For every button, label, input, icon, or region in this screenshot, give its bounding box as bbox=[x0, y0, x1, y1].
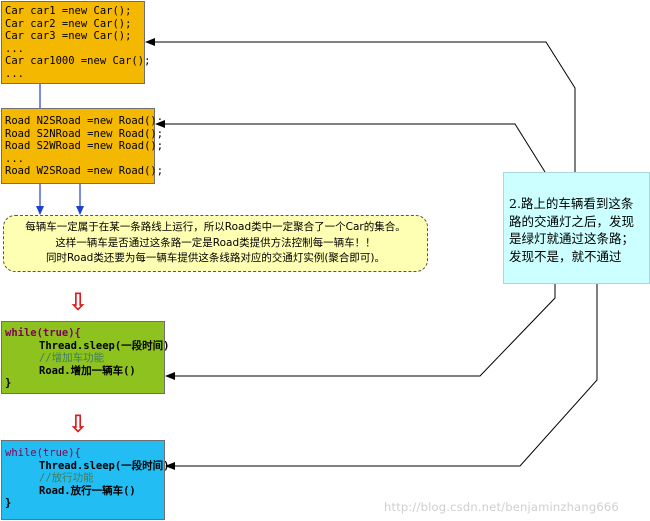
note-line-3: 同时Road类还要为每一辆车提供这条线路对应的交通灯实例(聚合即可)。 bbox=[45, 252, 386, 264]
road-line-4: ... bbox=[5, 152, 24, 165]
loop-add-comment: //增加车功能 bbox=[39, 352, 105, 365]
car-line-1: Car car1 =new Car(); bbox=[5, 5, 132, 17]
road-line-3: Road S2WRoad =new Road(); bbox=[5, 140, 164, 153]
aggregation-note: 每辆车一定属于在某一条路线上运行，所以Road类中一定聚合了一个Car的集合。 … bbox=[3, 215, 428, 272]
side-note-text: 2.路上的车辆看到这条路的交通灯之后，发现是绿灯就通过这条路；发现不是，就不通过 bbox=[509, 196, 635, 264]
road-line-1: Road N2SRoad =new Road(); bbox=[5, 115, 164, 127]
loop-add-header: while(true){ bbox=[5, 327, 81, 339]
side-to-road-arrow bbox=[155, 120, 546, 173]
side-to-loop-release-arrow bbox=[165, 284, 598, 470]
loop-release-comment: //放行功能 bbox=[39, 472, 94, 485]
traffic-light-side-note: 2.路上的车辆看到这条路的交通灯之后，发现是绿灯就通过这条路；发现不是，就不通过 bbox=[503, 172, 650, 284]
note-line-2: 这样一辆车是否通过这条路一定是Road类提供方法控制每一辆车！！ bbox=[55, 236, 376, 249]
down-arrow-1: ⇩ bbox=[68, 288, 89, 316]
car-line-6: ... bbox=[5, 67, 24, 80]
loop-release-close: } bbox=[5, 497, 12, 510]
side-to-loop-add-arrow bbox=[165, 284, 556, 380]
loop-add-action: Road.增加一辆车() bbox=[39, 364, 136, 377]
loop-add-sleep: Thread.sleep(一段时间) bbox=[39, 339, 170, 352]
loop-release-header: while(true){ bbox=[5, 447, 81, 459]
car-line-5: Car car1000 =new Car(); bbox=[5, 55, 151, 68]
watermark: http://blog.csdn.net/benjaminzhang666 bbox=[384, 500, 619, 514]
loop-add-close: } bbox=[5, 377, 12, 390]
road-line-5: Road W2SRoad =new Road(); bbox=[5, 165, 164, 178]
car-instances-block: Car car1 =new Car();Car car2 =new Car();… bbox=[1, 1, 151, 84]
road-line-2: Road S2NRoad =new Road(); bbox=[5, 127, 164, 140]
down-arrow-2: ⇩ bbox=[68, 410, 89, 438]
loop-release-action: Road.放行一辆车() bbox=[39, 484, 136, 497]
car-line-4: ... bbox=[5, 42, 24, 55]
note-line-1: 每辆车一定属于在某一条路线上运行，所以Road类中一定聚合了一个Car的集合。 bbox=[25, 221, 406, 233]
road-instances-block: Road N2SRoad =new Road();Road S2NRoad =n… bbox=[1, 108, 164, 184]
car-line-2: Car car2 =new Car(); bbox=[5, 17, 132, 30]
car-line-3: Car car3 =new Car(); bbox=[5, 30, 132, 43]
side-to-car-arrow bbox=[145, 38, 576, 172]
loop-release-sleep: Thread.sleep(一段时间) bbox=[39, 459, 170, 472]
